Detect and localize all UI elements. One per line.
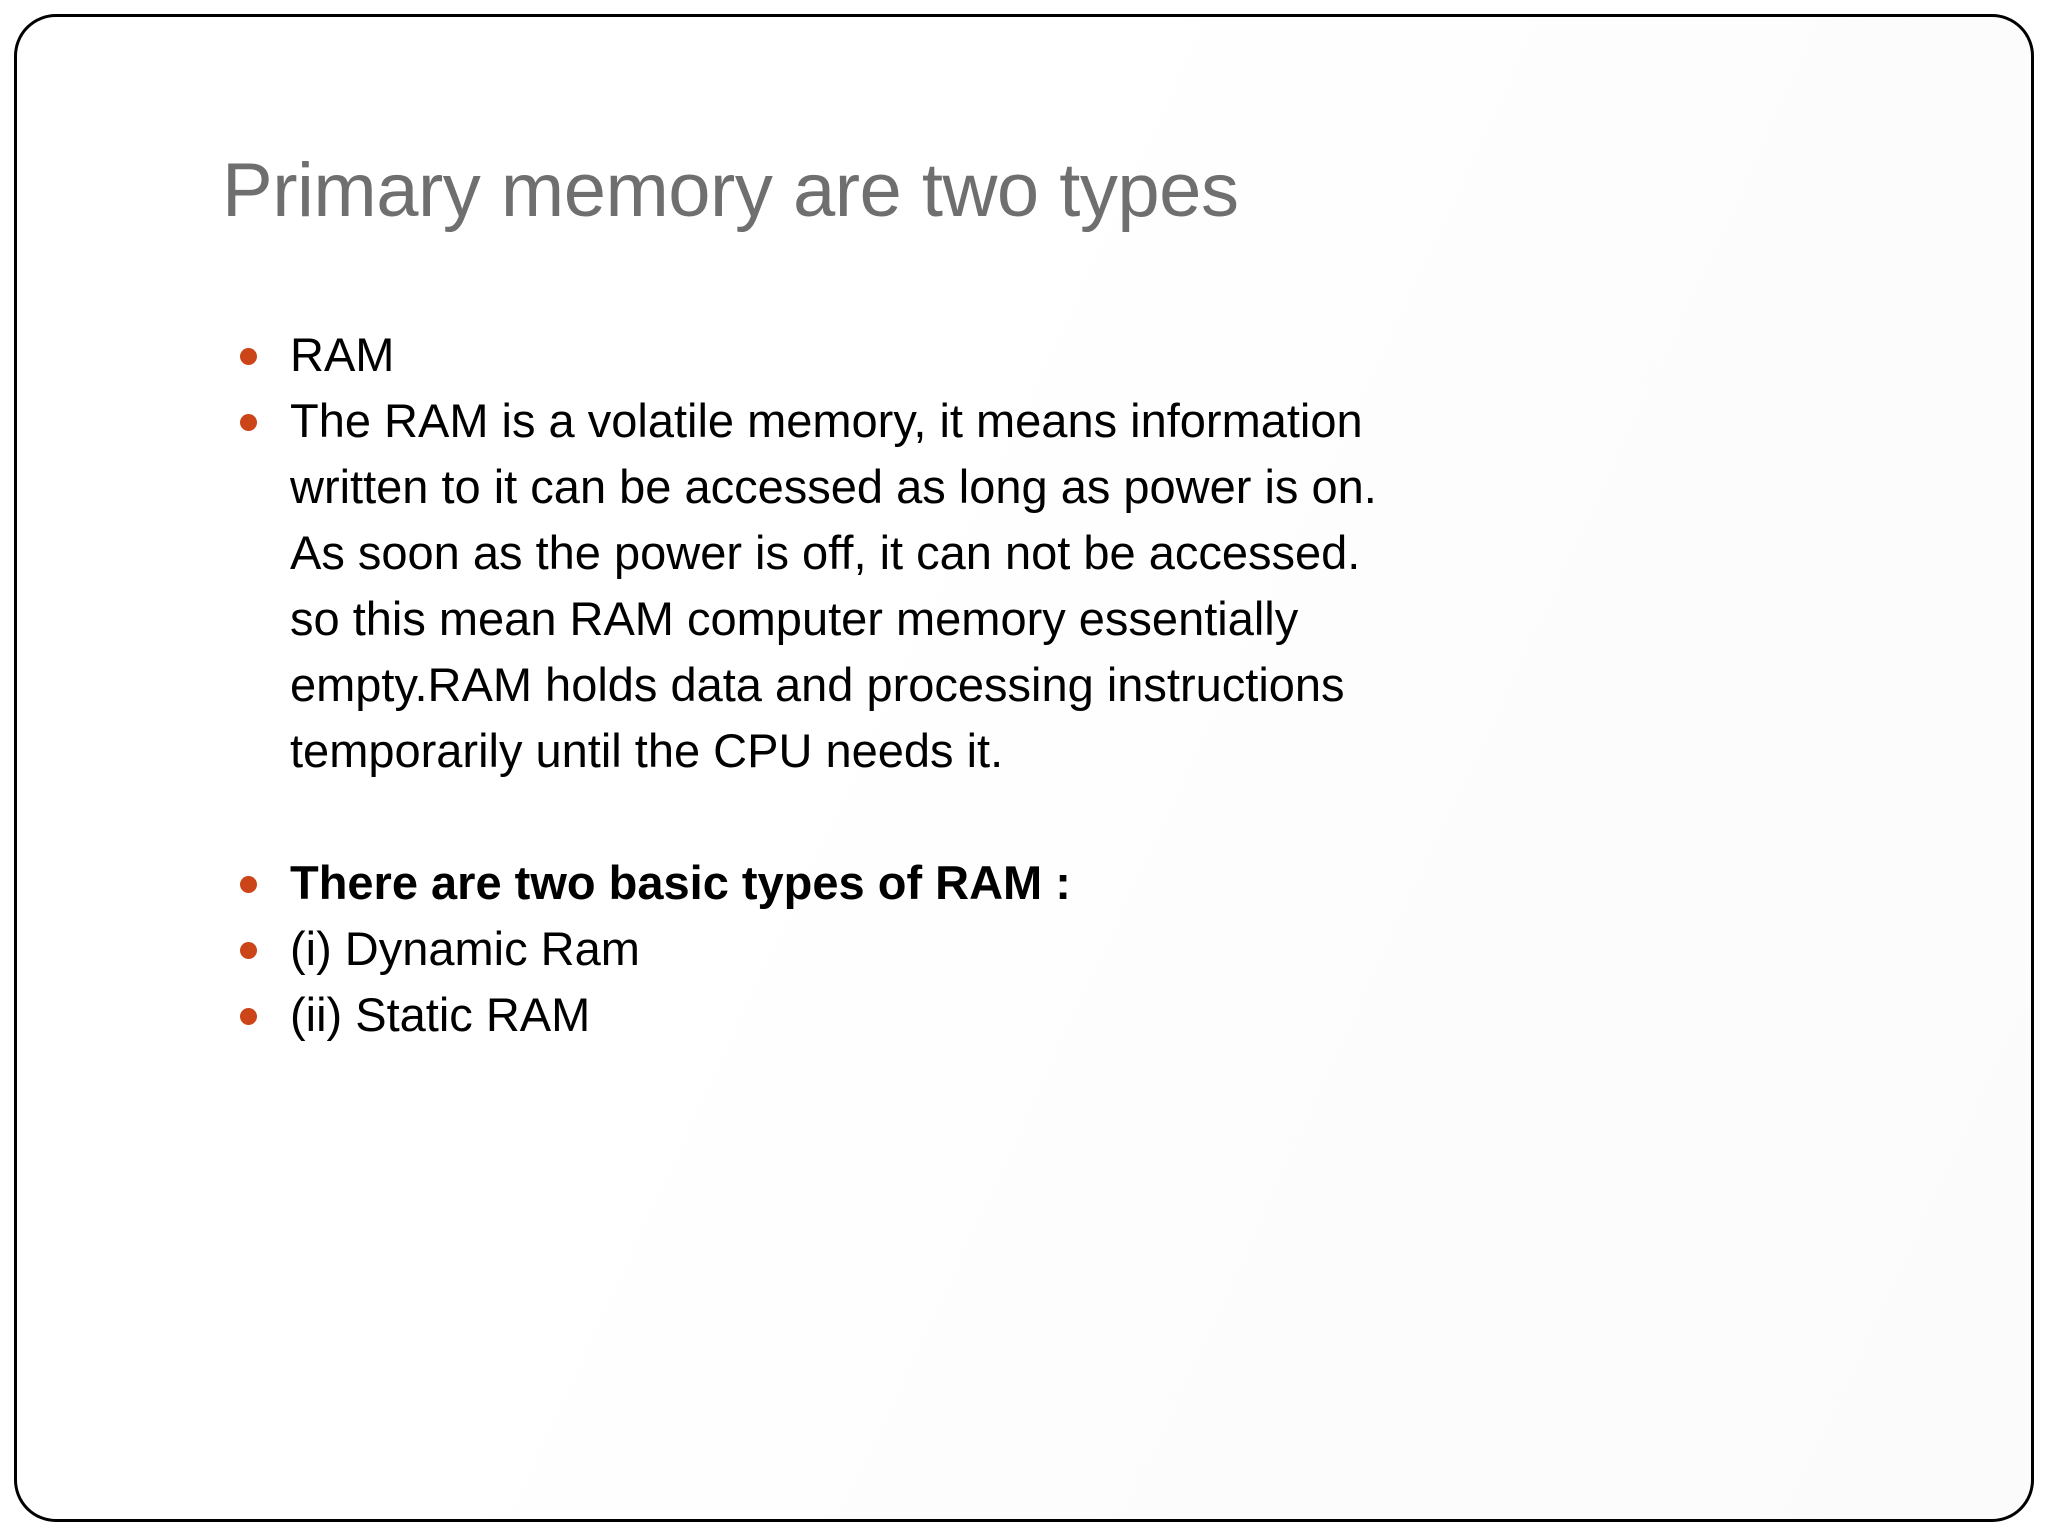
list-item-static-ram: (ii) Static RAM: [232, 982, 1932, 1048]
list-item-text: (i) Dynamic Ram: [290, 922, 640, 975]
bullet-point-icon: [240, 942, 257, 959]
list-item-text-line: written to it can be accessed as long as…: [290, 460, 1377, 513]
list-item-text: (ii) Static RAM: [290, 988, 591, 1041]
page-title: Primary memory are two types: [222, 148, 1239, 233]
bullet-point-icon: [240, 1008, 257, 1025]
list-item-text-line: so this mean RAM computer memory essenti…: [290, 592, 1299, 645]
list-item-ram-types-heading: There are two basic types of RAM :: [232, 850, 1932, 916]
bullet-point-icon: [240, 348, 257, 365]
list-item-text: RAM: [290, 328, 395, 381]
bullet-point-icon: [240, 876, 257, 893]
bullet-point-icon: [240, 414, 257, 431]
list-item-ram-description: The RAM is a volatile memory, it means i…: [232, 388, 1932, 784]
list-item-text-line: empty.RAM holds data and processing inst…: [290, 658, 1345, 711]
blank-line-spacer: [232, 784, 1932, 850]
list-item-text-line: temporarily until the CPU needs it.: [290, 724, 1004, 777]
list-item-text: There are two basic types of RAM :: [290, 856, 1071, 909]
bullet-list: RAM The RAM is a volatile memory, it mea…: [232, 322, 1932, 1048]
list-item-ram: RAM: [232, 322, 1932, 388]
list-item-text-line: As soon as the power is off, it can not …: [290, 526, 1361, 579]
list-item-text-line: The RAM is a volatile memory, it means i…: [290, 394, 1363, 447]
list-item-dynamic-ram: (i) Dynamic Ram: [232, 916, 1932, 982]
slide-border-frame: [14, 14, 2034, 1522]
